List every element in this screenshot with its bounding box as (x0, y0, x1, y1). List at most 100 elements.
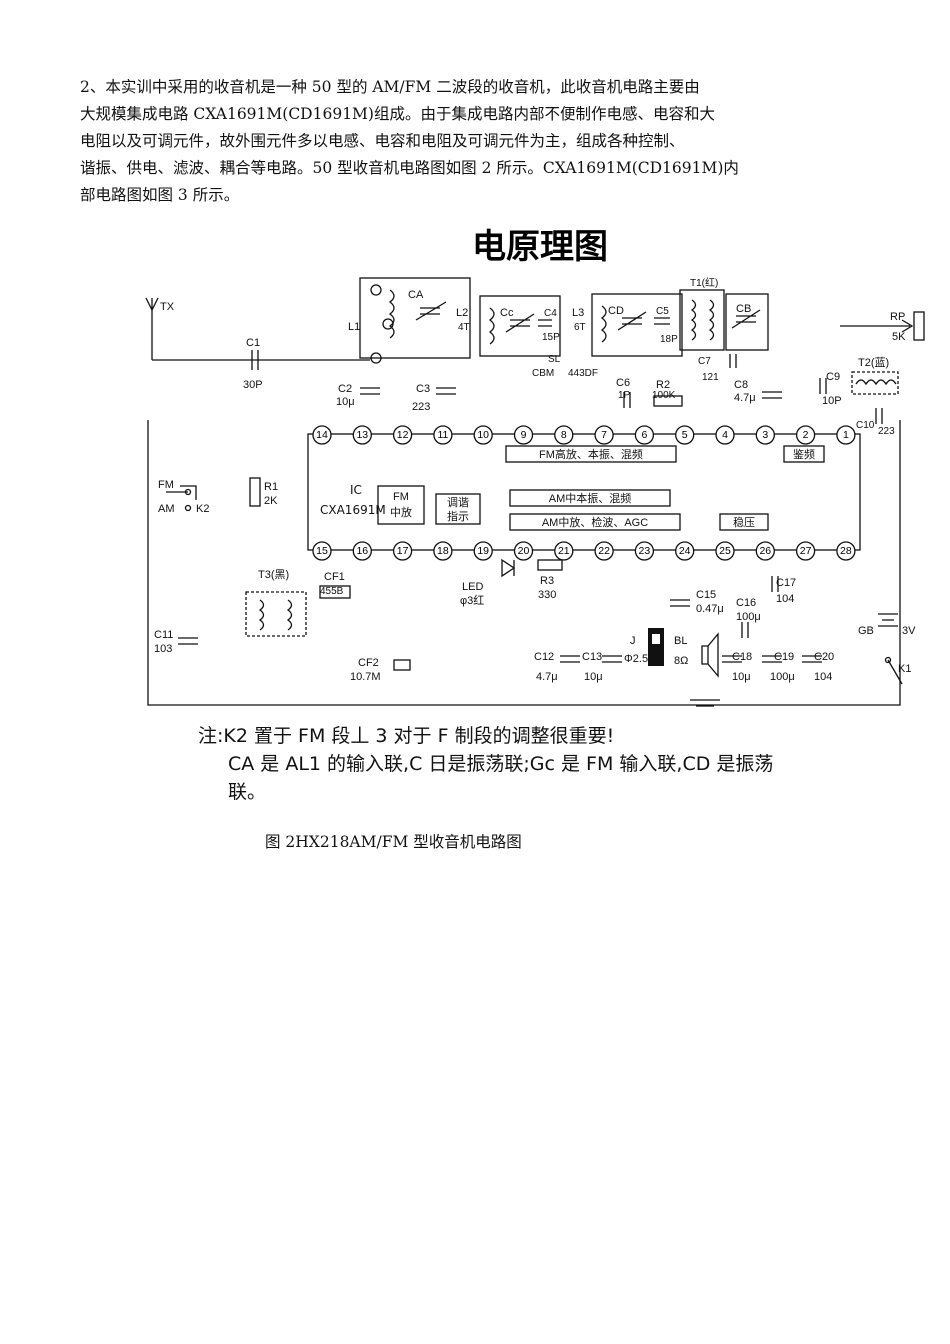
note-line: 注:K2 置于 FM 段丄 3 对于 F 制段的调整很重要! (198, 725, 615, 747)
ground-rail (147, 420, 901, 706)
block-detector (783, 445, 825, 463)
ic-label: IC (350, 483, 362, 497)
antenna-label: TX (160, 301, 175, 313)
ic-pin-label: 15 (316, 545, 328, 557)
block-tune-label1: 调谐 (447, 495, 469, 509)
antenna-icon (145, 297, 159, 360)
t3-transformer (245, 591, 307, 637)
diagram-title: 电原理图 (472, 227, 608, 267)
r3-label: R3 (540, 575, 554, 587)
ic-pin-label: 18 (437, 545, 449, 557)
c19-capacitor-icon (762, 655, 782, 663)
cd-variable-capacitor-icon (617, 311, 647, 331)
r2-label: R2 (656, 379, 670, 391)
block-regulator (719, 513, 769, 531)
rp-label: RP (890, 311, 905, 323)
c10-capacitor-icon (875, 408, 883, 424)
block-am-if-label: AM中放、检波、AGC (542, 515, 648, 529)
c6-capacitor-icon (623, 392, 631, 408)
block-fm-rf-label: FM高放、本振、混频 (539, 447, 643, 461)
speaker-value: 8Ω (674, 655, 688, 667)
block-am-if (509, 513, 681, 531)
battery-icon (878, 613, 898, 627)
cf1-value: 455B (320, 586, 344, 597)
c18-value: 10μ (732, 671, 751, 683)
c12-label: C12 (534, 651, 554, 663)
block-am-osc-label: AM中本振、混频 (549, 491, 632, 505)
am-switch-label: AM (158, 503, 175, 515)
l3-cd-tank (591, 293, 683, 357)
c2-value: 10μ (336, 396, 355, 408)
c20-value: 104 (814, 671, 832, 683)
c5-value: 18P (660, 334, 678, 345)
note-line: CA 是 AL1 的输入联,C 日是振荡联;Gc 是 FM 输入联,CD 是振荡 (228, 753, 774, 775)
c20-capacitor-icon (802, 655, 822, 663)
r1-label: R1 (264, 481, 278, 493)
l1-ca-tank (359, 277, 471, 359)
ic-body (307, 433, 861, 551)
ground-icon (690, 699, 720, 707)
c2-capacitor-icon (360, 387, 380, 395)
ic-pin (634, 425, 655, 445)
r1-resistor-icon (249, 477, 261, 507)
c16-capacitor-icon (741, 622, 749, 638)
circuit-diagram: 电原理图 TX C1 30P L1 CA L2 4T Cc C4 15P L3 … (140, 220, 940, 740)
t1-coil2-icon (708, 299, 715, 341)
c4-label: C4 (544, 308, 557, 319)
ic-pin (755, 541, 775, 561)
block-fm-rf (505, 445, 677, 463)
led-icon (501, 558, 516, 578)
c15-label: C15 (696, 589, 716, 601)
ic-pin-label: 1 (843, 429, 849, 441)
c6-label: C6 (616, 377, 630, 389)
ic-pin-label: 14 (316, 429, 328, 441)
cf2-label: CF2 (358, 657, 379, 669)
intro-line: 大规模集成电路 CXA1691M(CD1691M)组成。由于集成电路内部不便制作… (80, 105, 715, 123)
intro-line: 部电路图如图 3 所示。 (80, 186, 240, 204)
c19-label: C19 (774, 651, 794, 663)
ic-pin-label: 24 (679, 545, 691, 557)
t3-coil-icon (258, 599, 265, 631)
note-line: 联。 (228, 781, 267, 803)
jack-j-slot (652, 634, 660, 644)
c17-label: C17 (776, 577, 796, 589)
am-contact-icon (184, 504, 192, 512)
ic-pin (513, 541, 534, 561)
ic-pin-label: 27 (800, 545, 812, 557)
c12-capacitor-icon (560, 655, 580, 663)
c3-value: 223 (412, 401, 430, 413)
t2-coil-box (851, 371, 899, 395)
c20-label: C20 (814, 651, 834, 663)
l2-turns: 4T (458, 322, 470, 333)
ic-pin (312, 425, 332, 445)
c4-capacitor-icon (538, 319, 552, 327)
ic-pin-label: 25 (719, 545, 731, 557)
t1-coil-icon (690, 299, 697, 341)
c6-value: 1P (618, 390, 631, 401)
l2-coil-icon (488, 307, 495, 345)
t2-label: T2(蓝) (858, 356, 889, 369)
speaker-icon (701, 632, 719, 678)
ic-pin (554, 541, 574, 561)
block-am-osc (509, 489, 671, 507)
ic-pin-label: 3 (762, 429, 768, 441)
cb-variable-capacitor-icon (731, 309, 761, 329)
r2-resistor-icon (653, 395, 683, 407)
ic-pin (473, 425, 493, 445)
c17-value: 104 (776, 593, 794, 605)
c9-value: 10P (822, 395, 842, 407)
ic-pin-label: 7 (601, 429, 607, 441)
rp-potentiometer-icon (913, 311, 925, 341)
ic-pin-label: 23 (639, 545, 651, 557)
tap-b-icon (382, 318, 394, 330)
c13-value: 10μ (584, 671, 603, 683)
c19-value: 100μ (770, 671, 795, 683)
c8-capacitor-icon (762, 391, 782, 399)
ic-pin-label: 11 (437, 429, 448, 441)
battery-label: GB (858, 625, 874, 637)
ic-pin-label: 16 (356, 545, 368, 557)
ic-pin (675, 425, 695, 445)
jack-j-value: Φ2.5 (624, 653, 648, 665)
ic-pin (392, 541, 413, 561)
